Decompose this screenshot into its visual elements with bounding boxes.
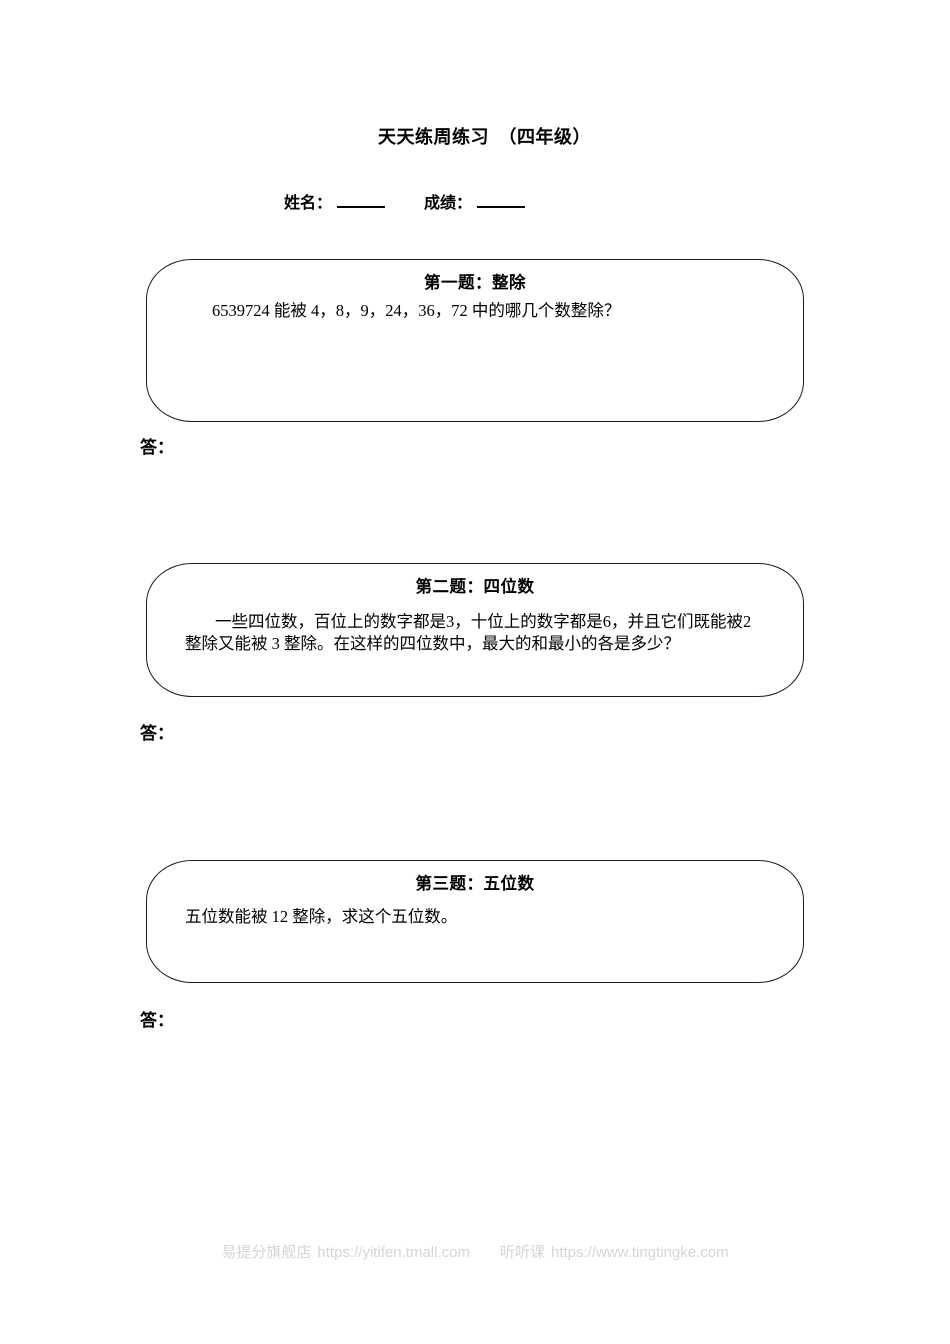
footer-course-url: https://www.tingtingke.com: [551, 1244, 729, 1261]
footer-watermark: 易提分旗舰店 https://yitifen.tmall.com 听听课 https:…: [0, 1243, 950, 1263]
score-blank-line: [477, 191, 526, 208]
problem-box-3: 第三题：五位数 五位数能被 12 整除，求这个五位数。: [146, 860, 804, 983]
answer-label-2: 答：: [140, 724, 174, 743]
name-label: 姓名：: [284, 195, 333, 212]
problem-3-title: 第三题：五位数: [415, 875, 535, 893]
problem-box-1: 第一题：整除 6539724 能被 4，8，9，24，36，72 中的哪几个数整…: [146, 259, 804, 422]
footer-shop-url: https://yitifen.tmall.com: [317, 1244, 470, 1261]
problem-1-text: 6539724 能被 4，8，9，24，36，72 中的哪几个数整除？: [212, 301, 621, 320]
score-label: 成绩：: [424, 195, 473, 212]
problem-1-title: 第一题：整除: [424, 274, 526, 292]
problem-3-text: 五位数能被 12 整除，求这个五位数。: [185, 907, 458, 926]
answer-label-3: 答：: [140, 1011, 174, 1030]
problem-2-text: 一些四位数，百位上的数字都是3，十位上的数字都是6，并且它们既能被2整除又能被 …: [185, 612, 752, 653]
problem-box-2: 第二题：四位数 一些四位数，百位上的数字都是3，十位上的数字都是6，并且它们既能…: [146, 563, 804, 697]
problem-2-title: 第二题：四位数: [415, 578, 535, 596]
footer-shop-name: 易提分旗舰店: [221, 1244, 312, 1261]
footer-course-name: 听听课: [499, 1244, 545, 1261]
name-blank-line: [337, 191, 386, 208]
answer-label-1: 答：: [140, 438, 174, 457]
page-title: 天天练周练习 （四年级）: [378, 127, 591, 147]
name-score-row: 姓名： 成绩：: [284, 191, 526, 215]
